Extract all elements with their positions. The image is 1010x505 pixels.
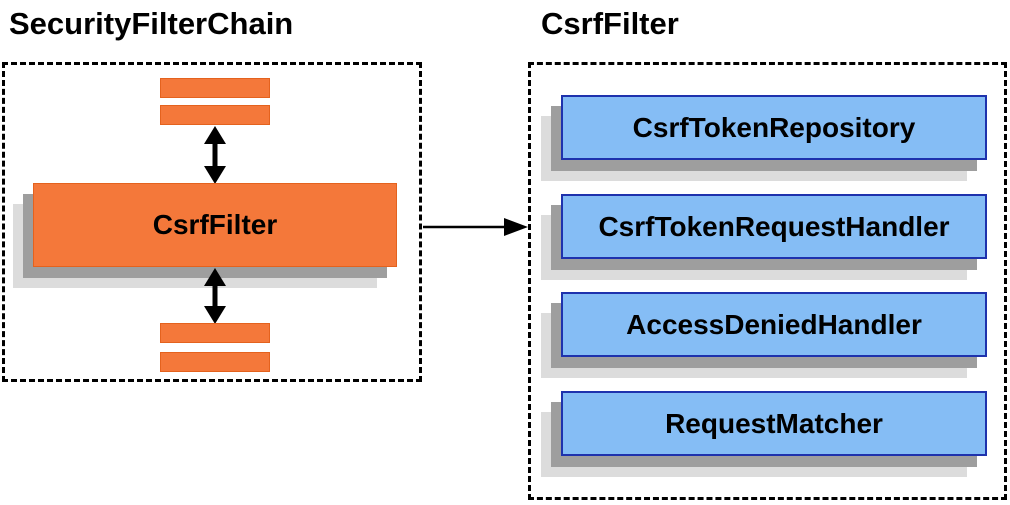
csrf-filter-title: CsrfFilter [541,6,679,41]
csrf-filter-box: CsrfFilter [33,183,397,267]
filter-bar [160,105,270,125]
filter-bar [160,78,270,98]
security-filter-chain-panel: CsrfFilter [2,62,422,382]
component-box-csrf-token-request-handler: CsrfTokenRequestHandler [561,194,987,259]
security-filter-chain-title: SecurityFilterChain [9,6,294,41]
filter-bar [160,323,270,343]
double-arrow-icon [204,268,226,324]
double-arrow-icon [204,126,226,184]
flow-arrow-icon [423,218,528,236]
component-box-csrf-token-repository: CsrfTokenRepository [561,95,987,160]
filter-bar [160,352,270,372]
csrf-filter-panel: CsrfTokenRepository CsrfTokenRequestHand… [528,62,1007,500]
component-box-access-denied-handler: AccessDeniedHandler [561,292,987,357]
component-box-request-matcher: RequestMatcher [561,391,987,456]
